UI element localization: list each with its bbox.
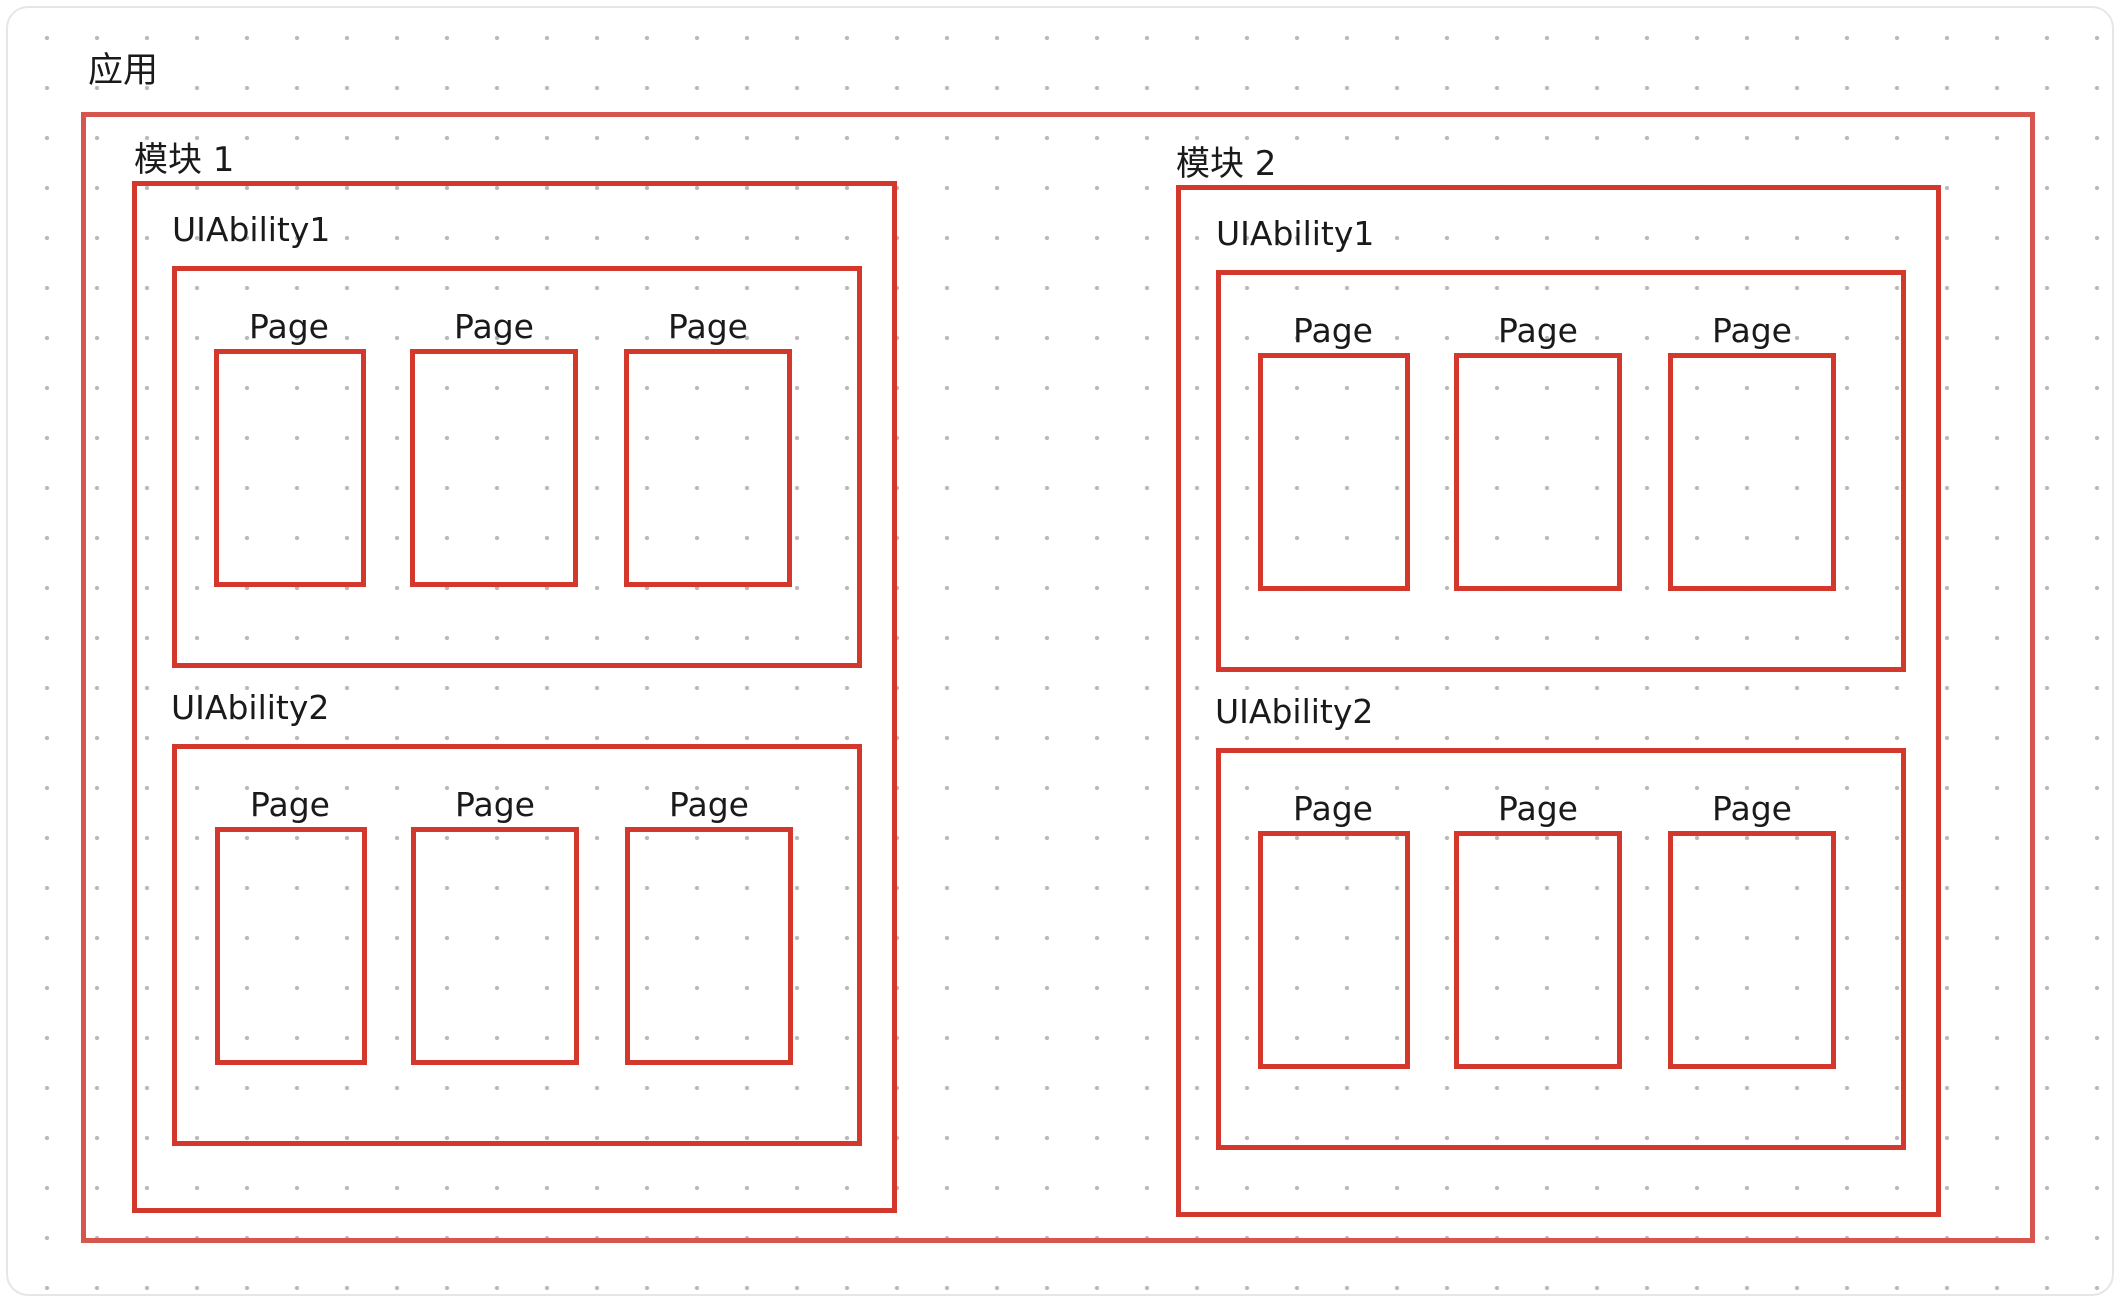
diagram-canvas: 应用 模块 1 UIAbility1 Page Page Page UIAbil… [6,6,2114,1296]
page-box [1668,831,1836,1069]
page-box [1454,831,1622,1069]
module-1-label: 模块 1 [134,140,235,180]
page-box [1668,353,1836,591]
module-2-label: 模块 2 [1176,144,1277,184]
module-1-uiability1-box [172,266,862,668]
page-label: Page [669,785,749,824]
page-label: Page [1498,311,1578,350]
page-label: Page [249,307,329,346]
module-2-uiability2-box [1216,748,1906,1150]
page-label: Page [250,785,330,824]
page-label: Page [1712,789,1792,828]
module-2-uiability2-label: UIAbility2 [1215,692,1374,731]
page-box [1258,353,1410,591]
page-box [410,349,578,587]
app-label: 应用 [88,51,159,91]
page-label: Page [668,307,748,346]
module-1-uiability2-label: UIAbility2 [171,688,330,727]
page-label: Page [1712,311,1792,350]
module-2-uiability1-label: UIAbility1 [1216,214,1375,253]
module-2-box [1176,185,1941,1217]
page-box [624,349,792,587]
module-2-uiability1-box [1216,270,1906,672]
page-box [215,827,367,1065]
page-box [411,827,579,1065]
page-box [214,349,366,587]
page-label: Page [1293,311,1373,350]
page-label: Page [1293,789,1373,828]
page-box [625,827,793,1065]
page-label: Page [454,307,534,346]
page-label: Page [1498,789,1578,828]
app-box [81,112,2035,1243]
page-box [1454,353,1622,591]
page-box [1258,831,1410,1069]
page-label: Page [455,785,535,824]
module-1-uiability2-box [172,744,862,1146]
module-1-box [132,181,897,1213]
module-1-uiability1-label: UIAbility1 [172,210,331,249]
